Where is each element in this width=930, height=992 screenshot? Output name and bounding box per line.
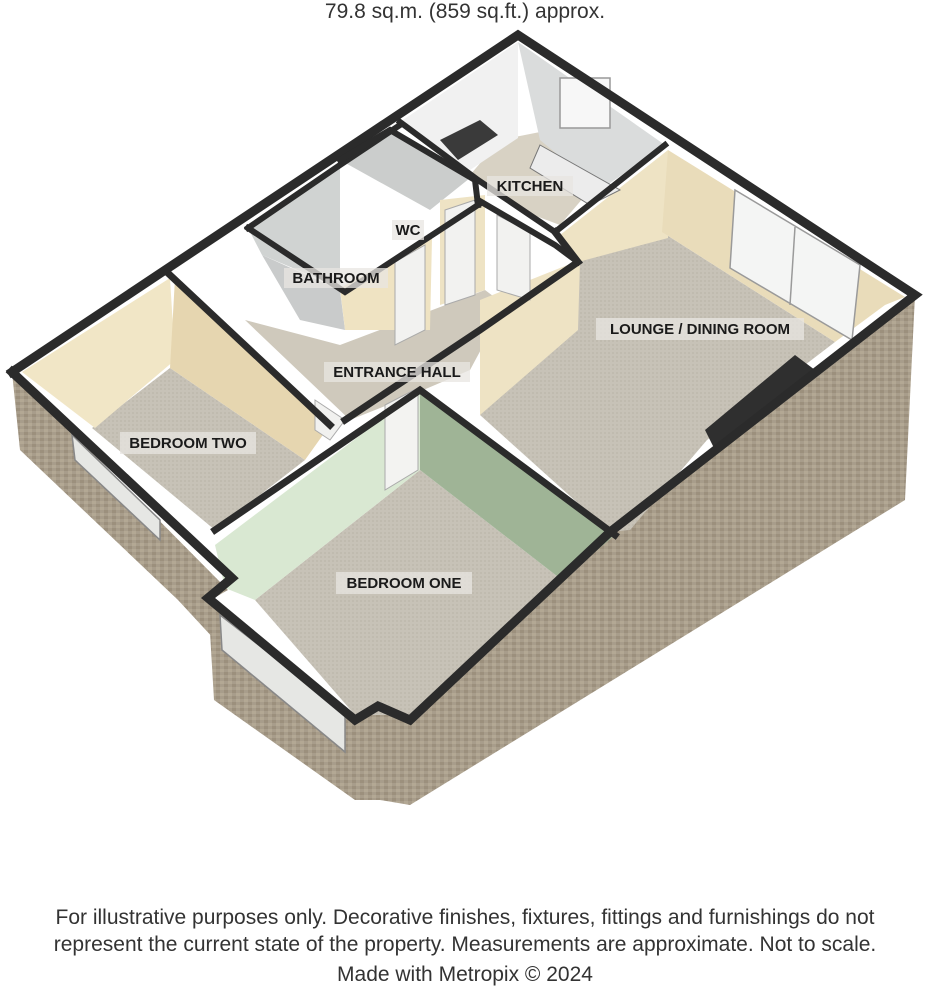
lounge-sideboard bbox=[705, 355, 815, 450]
wall-wc-divider bbox=[335, 126, 482, 209]
disclaimer-line-1: For illustrative purposes only. Decorati… bbox=[55, 906, 875, 929]
wall-hall-to-lounge bbox=[480, 260, 580, 415]
wall-bathroom-front-top bbox=[243, 200, 483, 296]
disclaimer-line-2: represent the current state of the prope… bbox=[53, 933, 877, 956]
floor-bathroom bbox=[262, 255, 345, 330]
floor-area-title: 79.8 sq.m. (859 sq.ft.) approx. bbox=[324, 0, 606, 23]
wall-kitchen-divider bbox=[395, 117, 670, 236]
window-bedroom-two bbox=[71, 432, 161, 542]
outer-wall-top bbox=[5, 29, 923, 726]
label-bedroom-two: BEDROOM TWO bbox=[129, 435, 247, 452]
label-entrance-hall: ENTRANCE HALL bbox=[333, 364, 461, 381]
door-bedroom-two bbox=[314, 399, 346, 441]
wall-bathroom-tiles bbox=[248, 168, 340, 288]
door-hall bbox=[444, 199, 476, 306]
wall-bedroom-one-left bbox=[215, 390, 420, 600]
label-wc: WC bbox=[396, 222, 421, 239]
wall-bedroom-two-front bbox=[210, 385, 620, 540]
door-bathroom bbox=[394, 244, 426, 346]
exterior-windows bbox=[71, 432, 346, 754]
room-labels: KITCHEN WC BATHROOM LOUNGE / DINING ROOM… bbox=[120, 176, 804, 594]
wall-lounge-left bbox=[480, 150, 668, 415]
wall-bedroom-two-side bbox=[170, 278, 330, 460]
exterior-wall-left-bedroom-two bbox=[12, 372, 228, 640]
wall-bedroom-one-right bbox=[420, 390, 615, 580]
label-bedroom-one: BEDROOM ONE bbox=[346, 575, 461, 592]
label-kitchen: KITCHEN bbox=[497, 178, 564, 195]
wall-hall-store bbox=[473, 195, 583, 267]
door-bedroom-one bbox=[384, 387, 419, 491]
label-lounge: LOUNGE / DINING ROOM bbox=[610, 321, 790, 338]
wall-wc bbox=[340, 130, 470, 210]
floor-entrance-hall bbox=[245, 290, 505, 420]
wall-bedroom-two-back bbox=[22, 278, 175, 428]
wall-bedroom-two-divider bbox=[165, 270, 335, 430]
floorplan-3d: KITCHEN WC BATHROOM LOUNGE / DINING ROOM… bbox=[5, 29, 923, 805]
kitchen-worktop bbox=[440, 120, 498, 160]
made-with-credit: Made with Metropix © 2024 bbox=[337, 963, 593, 986]
label-bathroom: BATHROOM bbox=[292, 270, 379, 287]
exterior-wall-right bbox=[410, 295, 915, 805]
wall-tops bbox=[5, 29, 923, 726]
